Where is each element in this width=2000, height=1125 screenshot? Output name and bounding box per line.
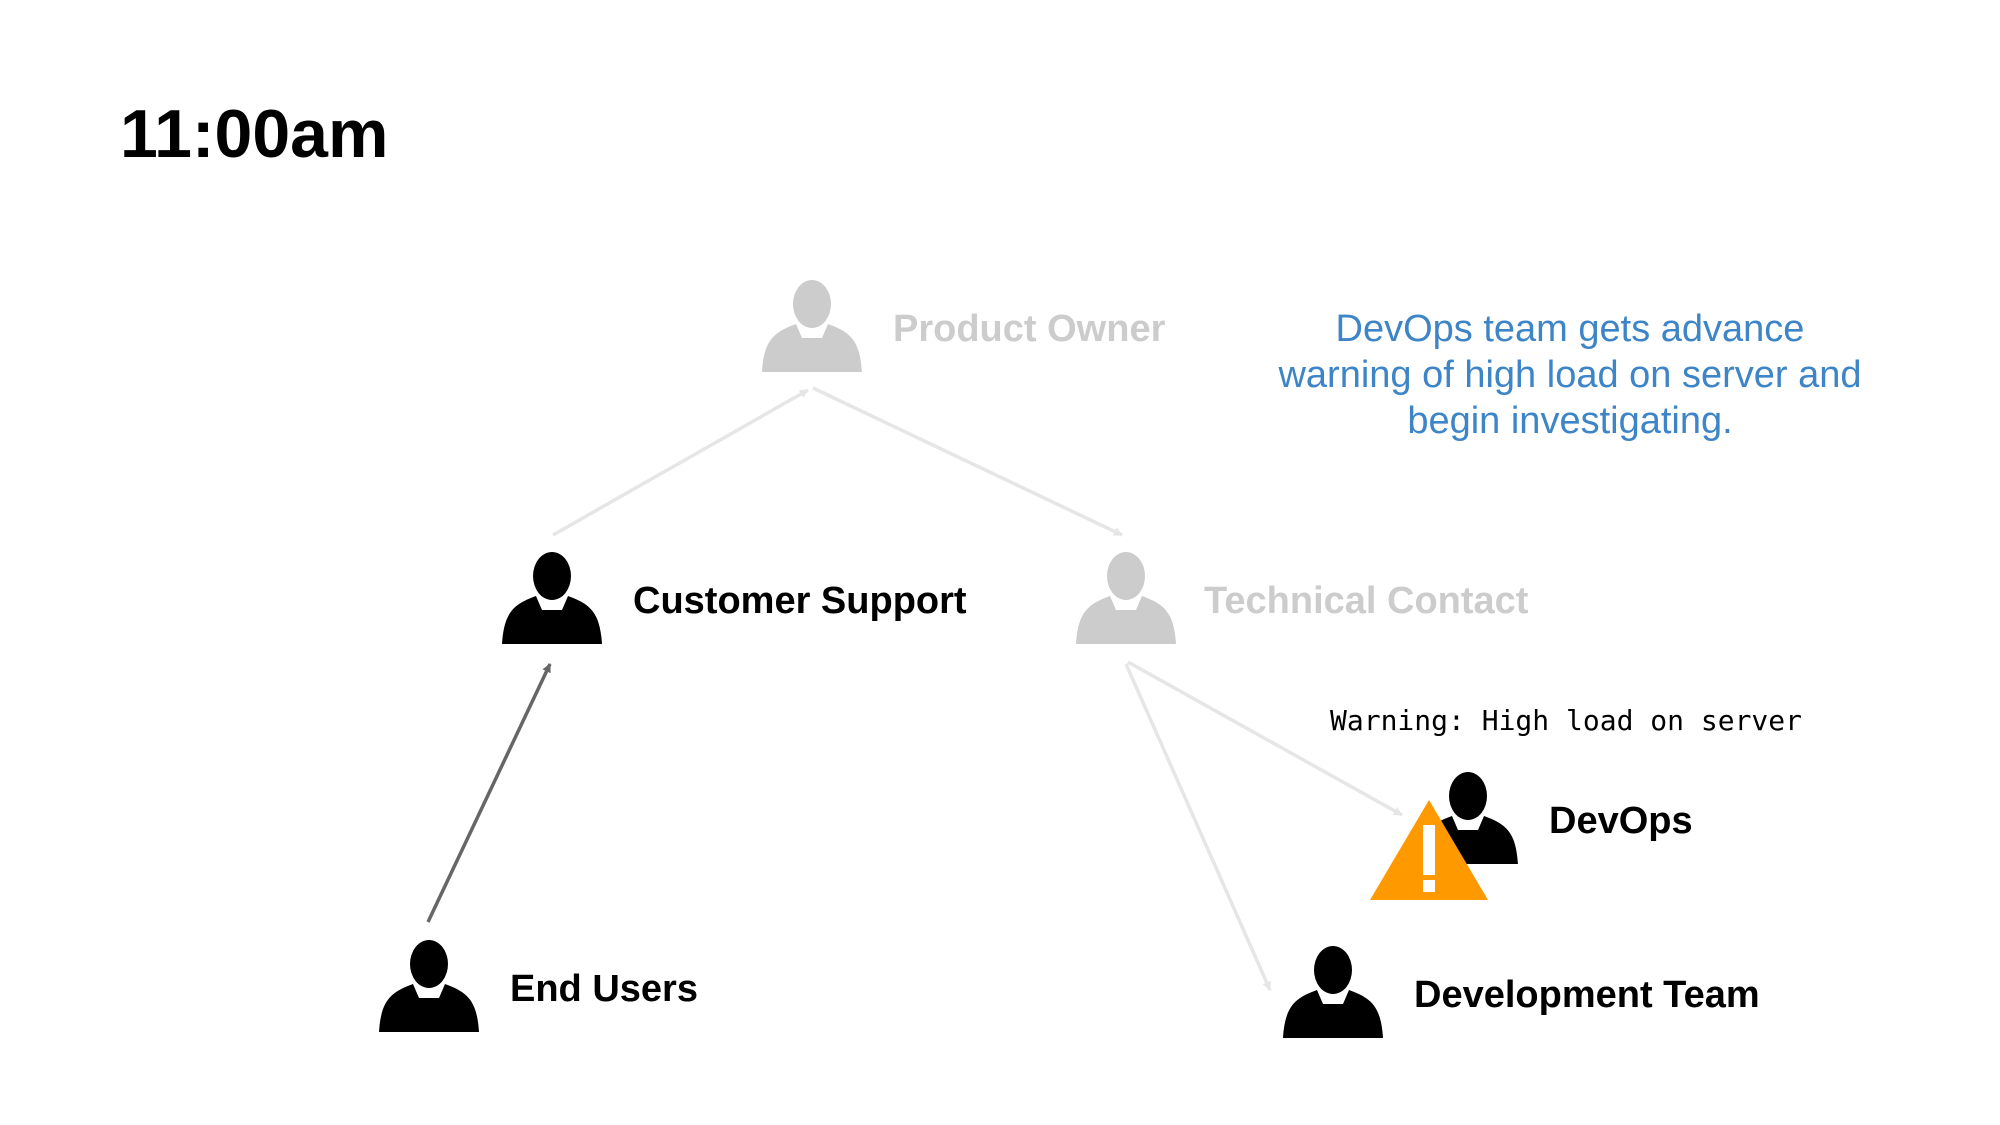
edge-customer-support-to-product-owner — [552, 388, 809, 537]
edge-end-users-to-customer-support — [426, 663, 552, 923]
warning-triangle-icon — [1370, 800, 1488, 900]
edge-product-owner-to-technical-contact — [812, 386, 1123, 537]
node-label-product-owner: Product Owner — [893, 308, 1166, 350]
person-icon — [502, 552, 602, 644]
node-label-end-users: End Users — [510, 968, 698, 1010]
edge-technical-contact-to-development-team — [1124, 663, 1272, 991]
node-label-customer-support: Customer Support — [633, 580, 967, 622]
person-icon — [379, 940, 479, 1032]
person-icon — [1283, 946, 1383, 1038]
node-label-devops: DevOps — [1549, 800, 1693, 842]
callout-text: DevOps team gets advance warning of high… — [1278, 308, 1862, 442]
warning-message: Warning: High load on server — [1330, 704, 1803, 737]
slide-time-title: 11:00am — [120, 96, 389, 172]
edge-technical-contact-to-devops — [1127, 660, 1403, 817]
edges — [426, 386, 1403, 991]
person-icon — [762, 280, 862, 372]
person-icon — [1076, 552, 1176, 644]
node-label-development-team: Development Team — [1414, 974, 1760, 1016]
node-label-technical-contact: Technical Contact — [1204, 580, 1529, 622]
